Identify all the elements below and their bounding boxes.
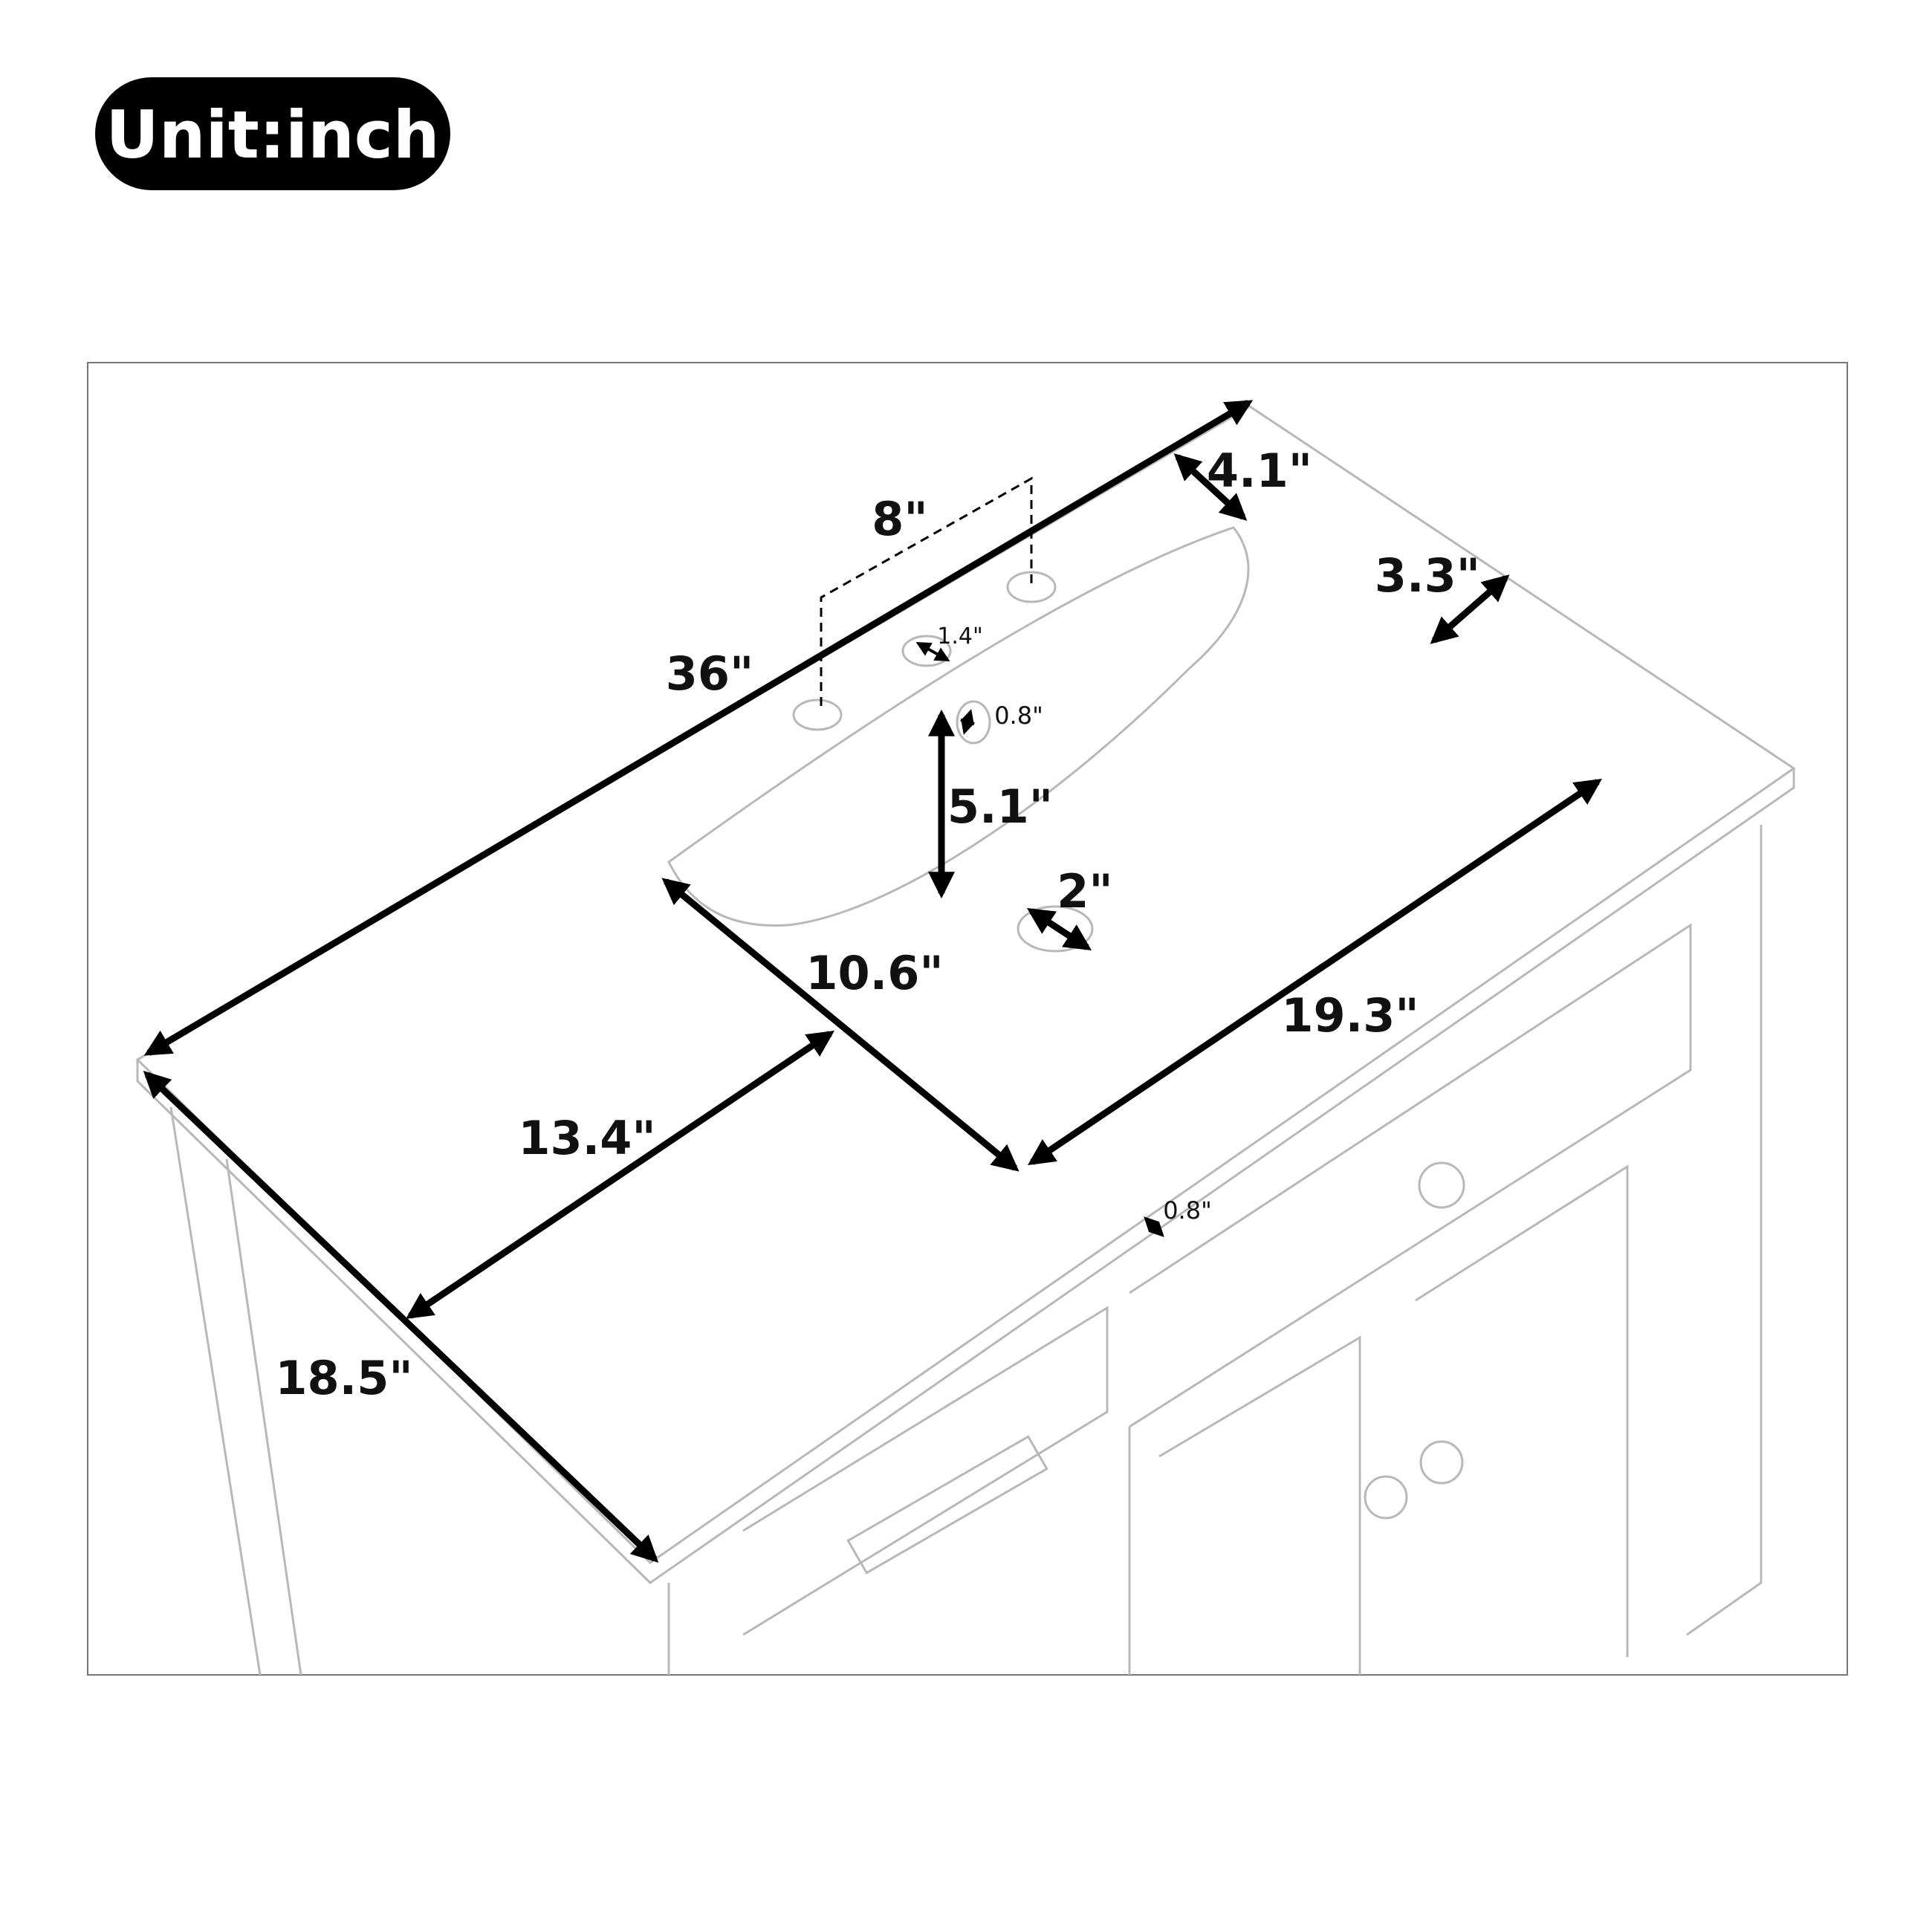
top-thickness-arrow bbox=[1144, 1216, 1164, 1237]
faucet-hole-arrow bbox=[915, 642, 950, 661]
vanity-sketch bbox=[135, 405, 1796, 1676]
side-margin-arrow bbox=[1430, 574, 1510, 644]
basin-right-arrow bbox=[1028, 778, 1602, 1166]
basin-offset-label: 5.1" bbox=[947, 779, 1053, 834]
faucet-hole-label: 1.4" bbox=[937, 623, 983, 649]
left-deck-label: 13.4" bbox=[518, 1111, 655, 1165]
unit-label: Unit:inch bbox=[106, 97, 439, 173]
faucet-spread-label: 8" bbox=[872, 492, 927, 546]
side-margin-label: 3.3" bbox=[1375, 548, 1480, 603]
unit-badge: Unit:inch bbox=[95, 77, 450, 190]
depth-label: 18.5" bbox=[275, 1351, 412, 1405]
drawer-handle bbox=[846, 1435, 1048, 1575]
overflow-arrow bbox=[959, 709, 976, 735]
drain-label: 2" bbox=[1057, 864, 1112, 918]
backsplash-arrow bbox=[1173, 453, 1248, 521]
depth-arrow bbox=[143, 1071, 659, 1563]
basin-outline bbox=[667, 526, 1250, 927]
left-deck-arrow bbox=[406, 1030, 834, 1320]
image-frame bbox=[87, 362, 1848, 1676]
faucet-hole-left bbox=[792, 698, 843, 731]
basin-front-arrow bbox=[661, 878, 1020, 1172]
width-label: 36" bbox=[666, 646, 754, 701]
drawer-knob bbox=[1418, 1161, 1465, 1209]
backsplash-label: 4.1" bbox=[1207, 444, 1312, 498]
width-arrow bbox=[143, 400, 1254, 1056]
basin-right-label: 19.3" bbox=[1281, 988, 1419, 1043]
door-knob-left bbox=[1364, 1475, 1408, 1520]
overflow-label: 0.8" bbox=[994, 701, 1043, 730]
basin-front-label: 10.6" bbox=[805, 946, 943, 1000]
top-thickness-label: 0.8" bbox=[1163, 1196, 1212, 1225]
faucet-spread-dashed-line bbox=[820, 476, 1033, 706]
door-knob-right bbox=[1419, 1440, 1464, 1485]
overflow-hole bbox=[956, 700, 991, 745]
